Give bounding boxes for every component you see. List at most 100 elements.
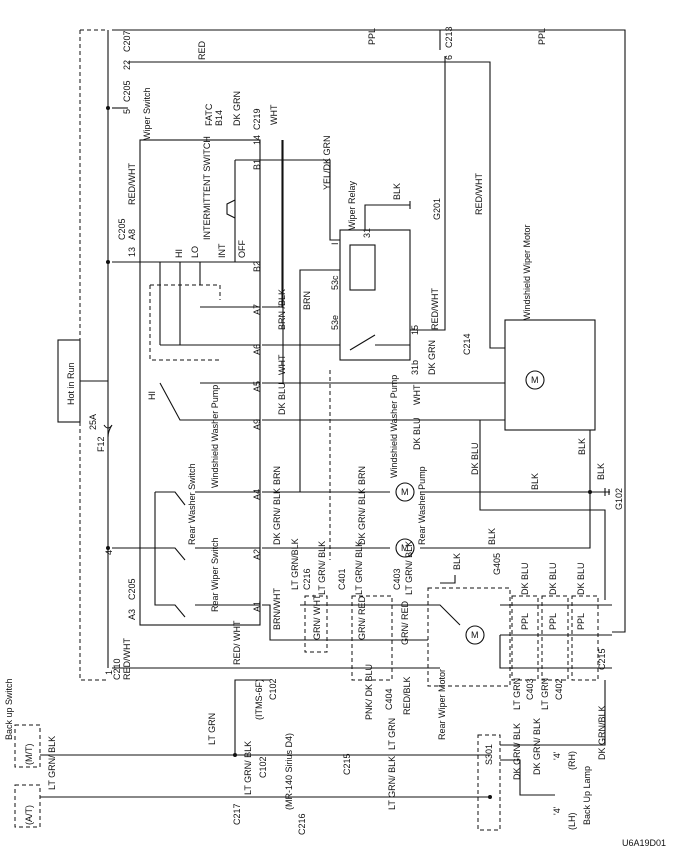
wire-label: LT GRN — [540, 678, 550, 710]
wire-label: DK BLU — [548, 562, 558, 595]
pin-label: A7 — [252, 304, 262, 315]
wire-label: BLK — [577, 438, 587, 455]
wire-label: BLK — [530, 473, 540, 490]
wire-label: PPL — [548, 613, 558, 630]
mt-switch — [14, 724, 41, 768]
fatc-pin: B14 — [214, 110, 224, 126]
wire-red-wht-relay — [410, 56, 446, 331]
position-int: INT — [217, 243, 227, 258]
c403-label: C403 — [392, 568, 402, 590]
wire-label: BRN — [302, 291, 312, 310]
wire-dk-blu — [479, 420, 606, 600]
rear-wiper-motor-icon — [465, 625, 485, 645]
fuse-f12-icon — [103, 424, 113, 438]
wire-label: BLK — [596, 463, 606, 480]
wire-ppl-c213 — [112, 29, 441, 50]
pin-label: A8 — [127, 229, 137, 240]
backup-switch-label: Back up Switch — [4, 678, 14, 740]
wire-label: LT GRN/ BLK — [354, 541, 364, 595]
pin-label: I — [330, 242, 340, 245]
wire-label: BLK — [487, 528, 497, 545]
c404-label: C404 — [384, 688, 394, 710]
wire-label: DK BLU — [277, 382, 287, 415]
c213-pin: 6 — [444, 55, 454, 60]
wire-label: DK GRN — [427, 340, 437, 375]
switch-linkage — [149, 284, 221, 361]
wiper-relay-box — [339, 229, 411, 361]
wire-label: RED/WHT — [474, 173, 484, 215]
wire-label: DK BLU — [576, 562, 586, 595]
hot-in-run-label: Hot in Run — [66, 362, 76, 405]
labels: Hot in Run 25A F12 C207 22 C205 5 RED PP… — [4, 26, 624, 835]
backup-lamp-wires — [500, 744, 555, 796]
wire-label: PPL — [576, 613, 586, 630]
wire-ppl-top — [440, 29, 626, 633]
wire-label: RED/WHT — [430, 288, 440, 330]
splice-dot — [488, 795, 492, 799]
wire-label: DK GRN/BLK — [597, 705, 607, 760]
wire-label: GRN/ RED — [357, 595, 367, 640]
pin-label: B2 — [252, 261, 262, 272]
c205-label: C205 — [127, 578, 137, 600]
wiper-motor-icon — [525, 370, 545, 390]
c213-label: C213 — [444, 26, 454, 48]
fuse-rating: 25A — [88, 414, 98, 430]
junction-dot — [233, 753, 237, 757]
backup-lamp-label: Back Up Lamp — [582, 766, 592, 825]
mr140-label: (MR-140 Sirius D4) — [284, 733, 294, 810]
rh-label: (RH) — [567, 751, 577, 770]
motor-symbol: M — [401, 487, 409, 497]
c219-pin: 14 — [252, 135, 262, 145]
wire-label: LT GRN — [387, 718, 397, 750]
c402-label: C402 — [554, 678, 564, 700]
pump-label: Windshield Washer Pump — [389, 375, 399, 478]
c207-pin: 22 — [122, 60, 132, 70]
c216-label: C216 — [302, 568, 312, 590]
position-lo: LO — [190, 246, 200, 258]
c215-box — [571, 595, 599, 681]
c205-label: C205 — [117, 218, 127, 240]
switch-label: Windshield Washer Pump — [210, 385, 220, 488]
intermittent-switch-label: INTERMITTENT SWITCH — [202, 136, 212, 240]
pin-label: A5 — [252, 381, 262, 392]
position-hi: HI — [174, 249, 184, 258]
wiper-switch-label: Wiper Switch — [142, 87, 152, 140]
wire-label: YEL/DK GRN — [322, 135, 332, 190]
wire-label: GRN/ RED — [400, 600, 410, 645]
pin-label: 13 — [127, 247, 137, 257]
rear-wiper-motor-label: Rear Wiper Motor — [437, 669, 447, 740]
pin-label: 15 — [410, 325, 420, 335]
wire-label: BRN — [357, 466, 367, 485]
relay-contact — [349, 334, 410, 351]
pin-label: A2 — [252, 549, 262, 560]
wire-label: RED/BLK — [402, 676, 412, 715]
fuse-block-outline — [79, 30, 108, 681]
wire-label: PPL — [520, 613, 530, 630]
motor-symbol: M — [471, 630, 479, 640]
c216-box — [304, 595, 328, 653]
wire-label: DK BLU — [520, 562, 530, 595]
wire-label: LT GRN/ BLK — [387, 756, 397, 810]
wire-label: BRN — [272, 466, 282, 485]
junction-dot — [106, 260, 110, 264]
junction-dot — [106, 546, 110, 550]
fuse-name: F12 — [96, 436, 106, 452]
wire-label: BLK — [452, 553, 462, 570]
motor-symbol: M — [531, 375, 539, 385]
switch-label: Rear Washer Switch — [187, 463, 197, 545]
pump-label: Rear Washer Pump — [417, 466, 427, 545]
pin-label: B1 — [252, 159, 262, 170]
wire-label: WHT — [269, 104, 279, 125]
c401-label: C401 — [337, 568, 347, 590]
relay-coil — [349, 244, 376, 291]
wire-label: GRN/ WHT — [312, 594, 322, 640]
pin-label: 4 — [104, 550, 114, 555]
c215-label: C215 — [597, 648, 607, 670]
pin-label: 31b — [410, 360, 420, 375]
wire-brn — [282, 140, 340, 492]
itms-label: (ITMS-6F) — [254, 679, 264, 720]
lamp-pin: '4' — [552, 751, 562, 760]
s301-label: S301 — [484, 744, 494, 765]
